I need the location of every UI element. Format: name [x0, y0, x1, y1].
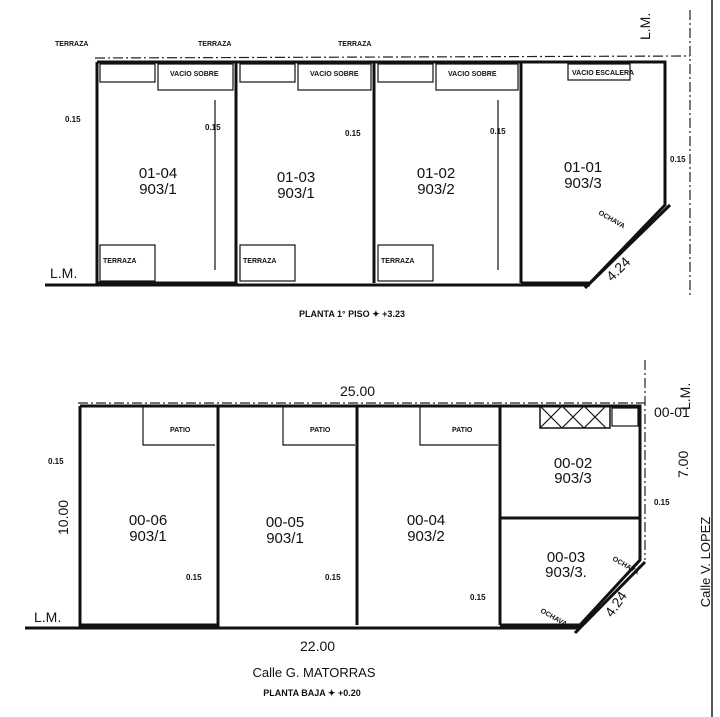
lower-plan — [25, 360, 647, 635]
property-line-top — [94, 55, 691, 59]
patio-outline — [142, 406, 215, 446]
dimension-wall: 0.15 — [654, 498, 670, 507]
dimension-chamfer: 4.24 — [601, 588, 630, 620]
terraza-label: TERRAZA — [55, 41, 88, 48]
terraza-label: TERRAZA — [381, 258, 414, 265]
unit-parcel: 903/3 — [564, 175, 602, 192]
unit-parcel: 903/1 — [129, 528, 167, 545]
street-name-bottom: Calle G. MATORRAS — [252, 665, 375, 680]
dimension-depth-total: 10.00 — [55, 500, 71, 535]
dimension-wall: 0.15 — [490, 127, 506, 136]
dimension-wall: 0.15 — [670, 155, 686, 164]
patio-label: PATIO — [170, 427, 191, 434]
dimension-wall: 0.15 — [186, 573, 202, 582]
unit-code: 01-04 — [139, 165, 177, 182]
unit-code: 00-02 — [554, 455, 592, 472]
dimension-wall: 0.15 — [205, 123, 221, 132]
unit-parcel: 903/1 — [266, 530, 304, 547]
unit-parcel: 903/3 — [554, 470, 592, 487]
unit-00-06-walls — [78, 404, 220, 627]
stair-hatched-area — [539, 405, 611, 429]
unit-code: 00-05 — [266, 514, 304, 531]
vacio-label: VACIO SOBRE — [310, 71, 359, 78]
patio-outline — [419, 406, 498, 446]
unit-00-01-box — [611, 407, 639, 427]
terraza-label: TERRAZA — [243, 258, 276, 265]
dimension-wall: 0.15 — [470, 593, 486, 602]
vacio-label: VACIO SOBRE — [170, 71, 219, 78]
unit-parcel: 903/3. — [545, 564, 587, 581]
patio-label: PATIO — [310, 427, 331, 434]
chamfer-upper — [583, 203, 672, 290]
unit-parcel: 903/2 — [417, 181, 455, 198]
upper-plan — [45, 10, 691, 295]
ochava-label: OCHAVA — [597, 210, 626, 231]
unit-01-04-walls — [95, 60, 238, 285]
unit-code: 00-03 — [547, 549, 585, 566]
dimension-wall: 0.15 — [65, 115, 81, 124]
terraza-label: TERRAZA — [103, 258, 136, 265]
lm-label: L.M. — [677, 383, 693, 410]
dimension-wall: 0.15 — [48, 457, 64, 466]
patio-label: PATIO — [452, 427, 473, 434]
unit-code: 00-06 — [129, 512, 167, 529]
lm-label: L.M. — [50, 265, 77, 281]
plan-title-upper: PLANTA 1° PISO ✦ +3.23 — [299, 309, 405, 319]
plan-title-lower: PLANTA BAJA ✦ +0.20 — [263, 688, 360, 698]
vacio-escalera-label: VACIO ESCALERA — [572, 70, 634, 77]
unit-parcel: 903/2 — [407, 528, 445, 545]
chamfer-lower — [573, 560, 647, 635]
unit-code: 00-01 — [654, 404, 690, 420]
unit-parcel: 903/1 — [277, 185, 315, 202]
dimension-front-total: 25.00 — [340, 383, 375, 399]
lm-label: L.M. — [637, 13, 653, 40]
street-name-right: Calle V. LOPEZ — [698, 517, 713, 608]
dimension-matorras: 22.00 — [300, 638, 335, 654]
unit-code: 00-04 — [407, 512, 445, 529]
unit-01-01-walls — [521, 60, 667, 285]
unit-code: 01-01 — [564, 159, 602, 176]
unit-code: 01-03 — [277, 169, 315, 186]
dimension-wall: 0.15 — [325, 573, 341, 582]
vacio-label: VACIO SOBRE — [448, 71, 497, 78]
lm-label: L.M. — [34, 609, 61, 625]
unit-code: 01-02 — [417, 165, 455, 182]
patio-outline — [282, 406, 355, 446]
terraza-label: TERRAZA — [198, 41, 231, 48]
dimension-side-lopez: 7.00 — [675, 451, 691, 478]
unit-parcel: 903/1 — [139, 181, 177, 198]
dimension-chamfer: 4.24 — [603, 253, 634, 284]
terraza-label: TERRAZA — [338, 41, 371, 48]
dimension-wall: 0.15 — [345, 129, 361, 138]
